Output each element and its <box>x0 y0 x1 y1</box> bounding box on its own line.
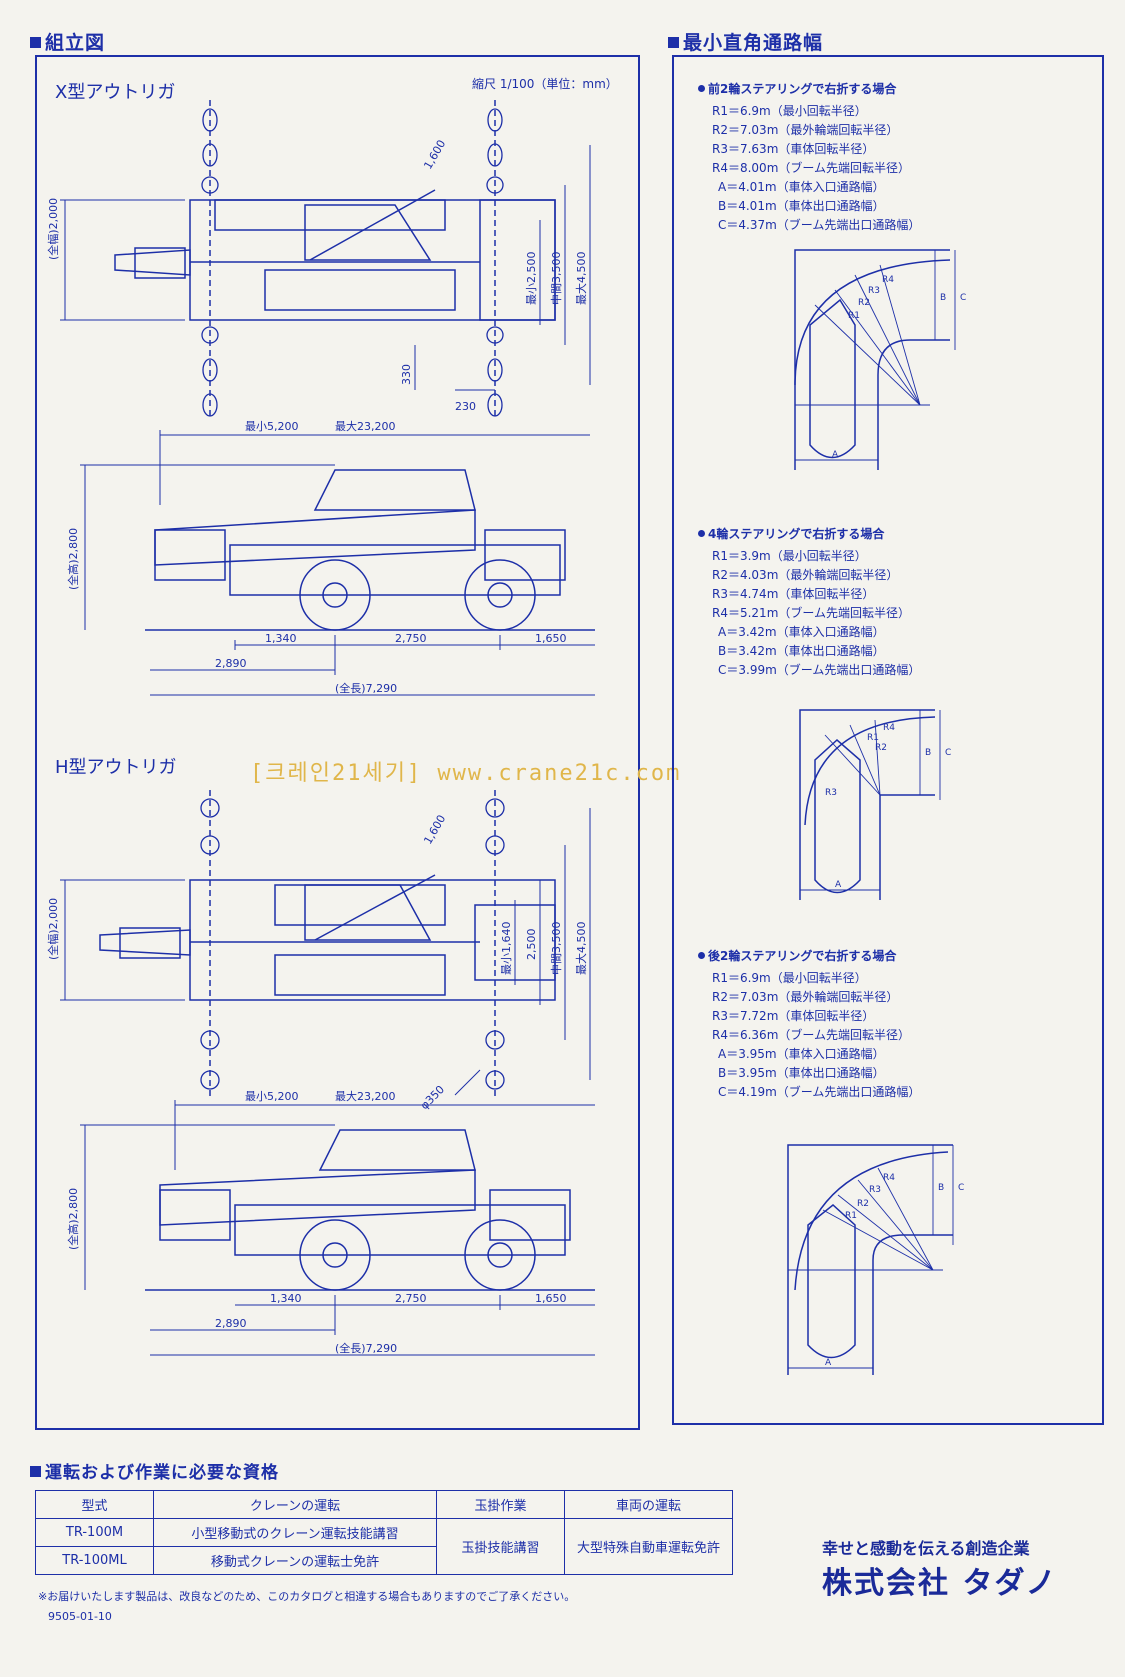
table-row: TR-100M 小型移動式のクレーン運転技能講習 玉掛技能講習 大型特殊自動車運… <box>35 1518 733 1575</box>
dot-bullet-icon <box>698 530 705 537</box>
case-3-specs: R1＝6.9m（最小回転半径） R2＝7.03m（最外輪端回転半径） R3＝7.… <box>712 971 921 1099</box>
h-dim-1650: 1,650 <box>535 1292 567 1305</box>
qualification-table: 型式 クレーンの運転 玉掛作業 車両の運転 TR-100M 小型移動式のクレーン… <box>35 1490 733 1575</box>
h-dim-2890: 2,890 <box>215 1317 247 1330</box>
table-header-row: 型式 クレーンの運転 玉掛作業 車両の運転 <box>35 1490 733 1519</box>
case-2-specs: R1＝3.9m（最小回転半径） R2＝4.03m（最外輪端回転半径） R3＝4.… <box>712 549 921 677</box>
dim-1650: 1,650 <box>535 632 567 645</box>
total-length: (全長)7,290 <box>335 681 397 695</box>
catalog-code: 9505-01-10 <box>48 1610 112 1623</box>
company-slogan: 幸せと感動を伝える創造企業 <box>822 1539 1030 1558</box>
svg-text:B: B <box>940 293 946 303</box>
svg-text:A: A <box>835 880 842 890</box>
dim-max: 最大4,500 <box>574 252 588 306</box>
svg-text:R3: R3 <box>868 286 880 296</box>
footer-note: ※お届けいたします製品は、改良などのため、このカタログと相違する場合もありますの… <box>38 1590 576 1603</box>
turning-section-title: 最小直角通路幅 <box>668 28 823 55</box>
h-dim-max: 最大4,500 <box>574 922 588 976</box>
assembly-section-title: 組立図 <box>30 28 105 55</box>
svg-text:R3: R3 <box>825 788 837 798</box>
svg-text:R2: R2 <box>857 1199 869 1209</box>
dim-1600: 1,600 <box>421 138 448 172</box>
h-boom-max: 最大23,200 <box>335 1089 396 1103</box>
dim-230: 230 <box>455 400 476 413</box>
h-dim-mid: 中間3,500 <box>550 922 563 976</box>
h-dim-2500: 2,500 <box>525 929 538 961</box>
svg-text:R4: R4 <box>882 275 894 285</box>
svg-text:A: A <box>832 450 839 460</box>
x-outrigger-heading: X型アウトリガ <box>55 82 176 103</box>
qualification-title: 運転および作業に必要な資格 <box>30 1458 279 1483</box>
case-3-heading: 後2輪ステアリングで右折する場合 <box>698 947 896 964</box>
company-name: 株式会社 タダノ <box>822 1566 1058 1601</box>
dot-bullet-icon <box>698 952 705 959</box>
svg-text:C: C <box>945 748 951 758</box>
case-1-specs: R1＝6.9m（最小回転半径） R2＝7.03m（最外輪端回転半径） R3＝7.… <box>712 104 921 232</box>
h-dim-2750: 2,750 <box>395 1292 427 1305</box>
assembly-panel <box>35 55 640 1430</box>
x-outrigger-top-view: (全幅)2,000 最小2,500 中間3,500 最大4,500 330 23… <box>46 100 591 420</box>
svg-text:R2: R2 <box>858 298 870 308</box>
h-outrigger-top-view: (全幅)2,000 最小1,640 2,500 中間3,500 最大4,500 … <box>46 790 591 1112</box>
svg-text:B: B <box>938 1183 944 1193</box>
svg-text:C: C <box>958 1183 964 1193</box>
square-bullet-icon <box>30 1466 41 1477</box>
h-dim-total-width: (全幅)2,000 <box>46 898 60 960</box>
turning-panel <box>672 55 1104 1425</box>
h-dim-phi: φ350 <box>418 1083 447 1112</box>
case-2-heading: 4輪ステアリングで右折する場合 <box>698 525 884 542</box>
svg-text:R1: R1 <box>845 1211 857 1221</box>
svg-text:R3: R3 <box>869 1185 881 1195</box>
case-3-diagram: R1 R2 R3 R4 A B C <box>787 1144 964 1375</box>
h-dim-1600: 1,600 <box>421 813 448 847</box>
svg-text:C: C <box>960 293 966 303</box>
dim-2890: 2,890 <box>215 657 247 670</box>
dim-330: 330 <box>400 364 413 385</box>
square-bullet-icon <box>30 37 41 48</box>
svg-text:B: B <box>925 748 931 758</box>
scale-note: 縮尺 1/100（単位：mm） <box>472 77 618 91</box>
boom-max: 最大23,200 <box>335 419 396 433</box>
svg-text:R4: R4 <box>883 723 895 733</box>
dim-2750: 2,750 <box>395 632 427 645</box>
total-height: (全高)2,800 <box>66 528 80 590</box>
h-outrigger-side-view: 最小5,200 最大23,200 (全高)2,800 1,340 2,750 1… <box>66 1089 595 1356</box>
case-1-heading: 前2輪ステアリングで右折する場合 <box>698 80 896 97</box>
watermark: [크레인21세기] www.crane21c.com <box>250 761 682 786</box>
svg-text:R1: R1 <box>848 311 860 321</box>
x-outrigger-side-view: 最小5,200 最大23,200 (全高)2,800 1,340 2,750 1… <box>66 419 595 696</box>
dim-min: 最小2,500 <box>525 252 538 306</box>
svg-text:R1: R1 <box>867 733 879 743</box>
table-row: TR-100ML 移動式クレーンの運転士免許 <box>35 1546 733 1575</box>
svg-text:R2: R2 <box>875 743 887 753</box>
svg-text:R4: R4 <box>883 1173 895 1183</box>
dim-1340: 1,340 <box>265 632 297 645</box>
h-outrigger-heading: H型アウトリガ <box>55 757 177 778</box>
h-total-height: (全高)2,800 <box>66 1188 80 1250</box>
h-boom-min: 最小5,200 <box>245 1090 299 1103</box>
square-bullet-icon <box>668 37 679 48</box>
case-1-diagram: R1 R2 R3 R4 A B C <box>794 249 966 470</box>
h-total-length: (全長)7,290 <box>335 1341 397 1355</box>
case-2-diagram: R1 R2 R3 R4 A B C <box>799 709 951 900</box>
svg-text:A: A <box>825 1358 832 1368</box>
boom-min: 最小5,200 <box>245 420 299 433</box>
h-dim-1340: 1,340 <box>270 1292 302 1305</box>
dim-mid: 中間3,500 <box>550 252 563 306</box>
h-dim-min: 最小1,640 <box>500 922 513 976</box>
dot-bullet-icon <box>698 85 705 92</box>
dim-total-width: (全幅)2,000 <box>46 198 60 260</box>
